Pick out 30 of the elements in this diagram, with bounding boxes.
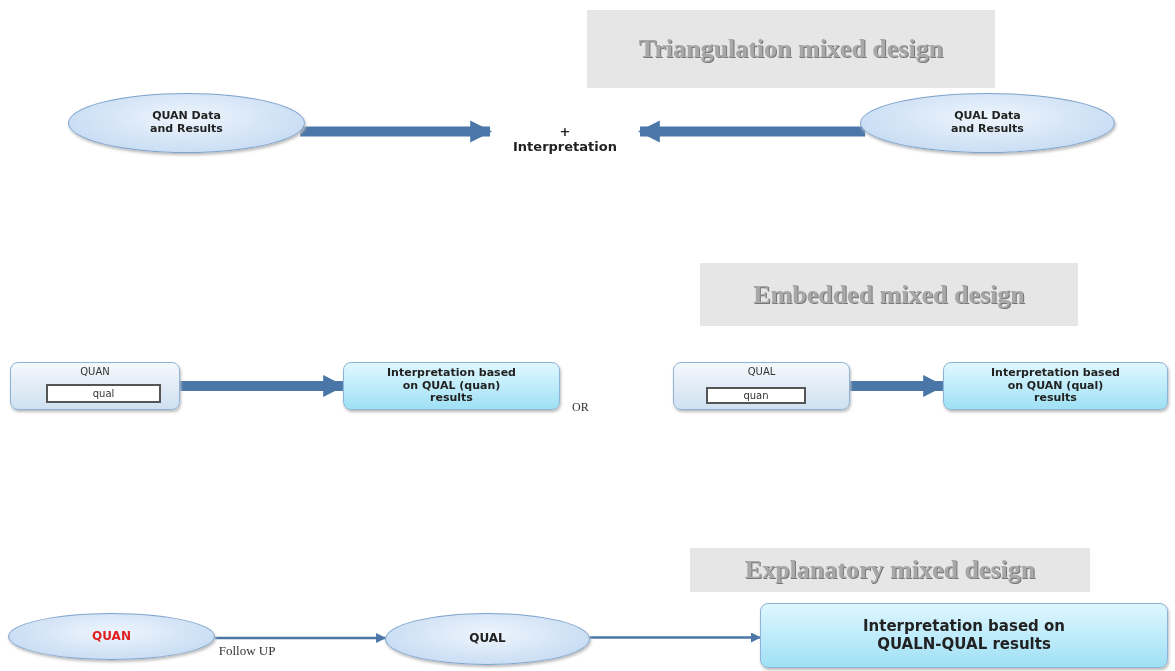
process-box: [343, 362, 560, 410]
connector-word: OR: [572, 400, 589, 415]
design-heading: Explanatory mixed design: [744, 555, 1036, 585]
node-label: qual: [92, 387, 115, 400]
arrow: [589, 632, 761, 643]
process-box: [10, 362, 180, 410]
node-label: Interpretation based on QUALN-QUAL results: [862, 618, 1066, 653]
node-label: Interpretation based on QUAL (quan) results: [386, 367, 517, 405]
process-box: [673, 362, 850, 410]
arrow: [637, 120, 866, 143]
heading-band: [690, 548, 1090, 592]
heading-band: [700, 263, 1078, 326]
node-label: QUAN Data and Results: [149, 110, 224, 136]
arrow: [300, 120, 493, 143]
process-box: [943, 362, 1168, 410]
heading-band: [587, 10, 995, 88]
node-label: QUAN: [80, 366, 110, 378]
node-label: QUAL Data and Results: [950, 110, 1025, 136]
node-label: QUAL: [469, 632, 506, 646]
design-heading: Embedded mixed design: [753, 279, 1025, 310]
process-box: [760, 603, 1168, 668]
inner-box: [46, 384, 161, 403]
node-label: + Interpretation: [512, 125, 618, 155]
design-heading: Triangulation mixed design: [638, 34, 944, 64]
node-label: quan: [743, 389, 769, 402]
arrow: [214, 633, 387, 643]
node-label: Interpretation based on QUAN (qual) results: [990, 367, 1121, 405]
node-label: QUAL: [747, 366, 776, 378]
inner-box: [706, 387, 806, 404]
node-label: QUAN: [92, 629, 131, 644]
